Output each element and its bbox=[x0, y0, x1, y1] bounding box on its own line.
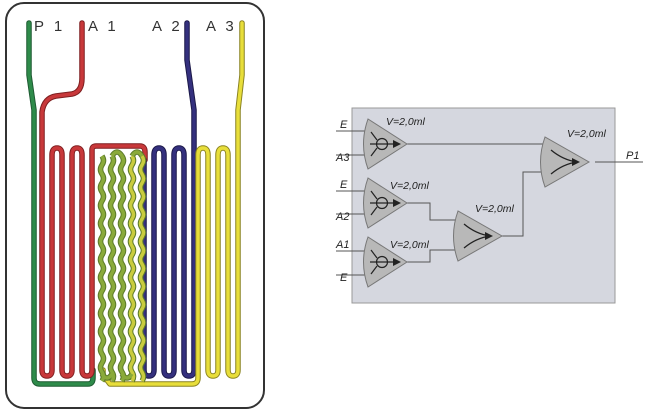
detector-circle-icon bbox=[375, 196, 389, 210]
input-label-a2: A2 bbox=[335, 211, 349, 223]
port-label-a1: A 1 bbox=[88, 18, 119, 35]
mixing-channel-turn bbox=[100, 372, 114, 380]
mixing-channel-segment bbox=[138, 155, 146, 382]
arrowhead-icon bbox=[572, 158, 580, 166]
channel-a2 bbox=[141, 20, 197, 379]
mixing-channel-segment bbox=[128, 155, 136, 382]
input-label-a3: A3 bbox=[335, 152, 350, 164]
volume-label-m1: V=2,0ml bbox=[386, 116, 425, 128]
mixer-detector-node bbox=[363, 236, 408, 288]
detector-lines-icon bbox=[370, 190, 396, 216]
arrowhead-icon bbox=[393, 199, 401, 207]
channel-a1 bbox=[39, 20, 148, 379]
mixing-channel-segment bbox=[98, 155, 106, 382]
merger-node bbox=[540, 136, 591, 188]
port-label-p1: P 1 bbox=[34, 18, 65, 35]
input-label-e1: E bbox=[340, 119, 348, 131]
arrowhead-icon bbox=[485, 232, 493, 240]
node-body bbox=[540, 136, 591, 188]
mixer-detector-node bbox=[363, 177, 408, 229]
mixing-channel-segment bbox=[118, 155, 126, 382]
port-label-a2: A 2 bbox=[152, 18, 183, 35]
port-label-a3: A 3 bbox=[206, 18, 237, 35]
detector-lines-icon bbox=[370, 131, 396, 157]
node-body bbox=[453, 210, 504, 262]
input-label-e2: E bbox=[340, 179, 348, 191]
channel-a3 bbox=[100, 20, 245, 387]
arrowhead-icon bbox=[393, 258, 401, 266]
channel-p1 bbox=[26, 20, 96, 387]
mixing-channel-turn bbox=[110, 150, 124, 158]
output-label-p1: P1 bbox=[626, 150, 639, 162]
mixing-channel-segment bbox=[108, 155, 116, 382]
arrowhead-icon bbox=[393, 140, 401, 148]
volume-label-m3: V=2,0ml bbox=[390, 239, 429, 251]
mixer-detector-node bbox=[363, 118, 408, 170]
volume-label-m4: V=2,0ml bbox=[475, 203, 514, 215]
input-label-e3: E bbox=[340, 272, 348, 284]
volume-label-m2: V=2,0ml bbox=[390, 180, 429, 192]
detector-lines-icon bbox=[370, 249, 396, 275]
flow-connections bbox=[336, 130, 643, 276]
detector-circle-icon bbox=[375, 255, 389, 269]
mixing-channel bbox=[97, 149, 147, 383]
volume-label-m5: V=2,0ml bbox=[567, 128, 606, 140]
input-label-a1: A1 bbox=[335, 239, 349, 251]
mixing-channel-turn bbox=[120, 372, 134, 380]
mixing-channel-turn bbox=[130, 150, 144, 158]
merger-node bbox=[453, 210, 504, 262]
detector-circle-icon bbox=[375, 137, 389, 151]
